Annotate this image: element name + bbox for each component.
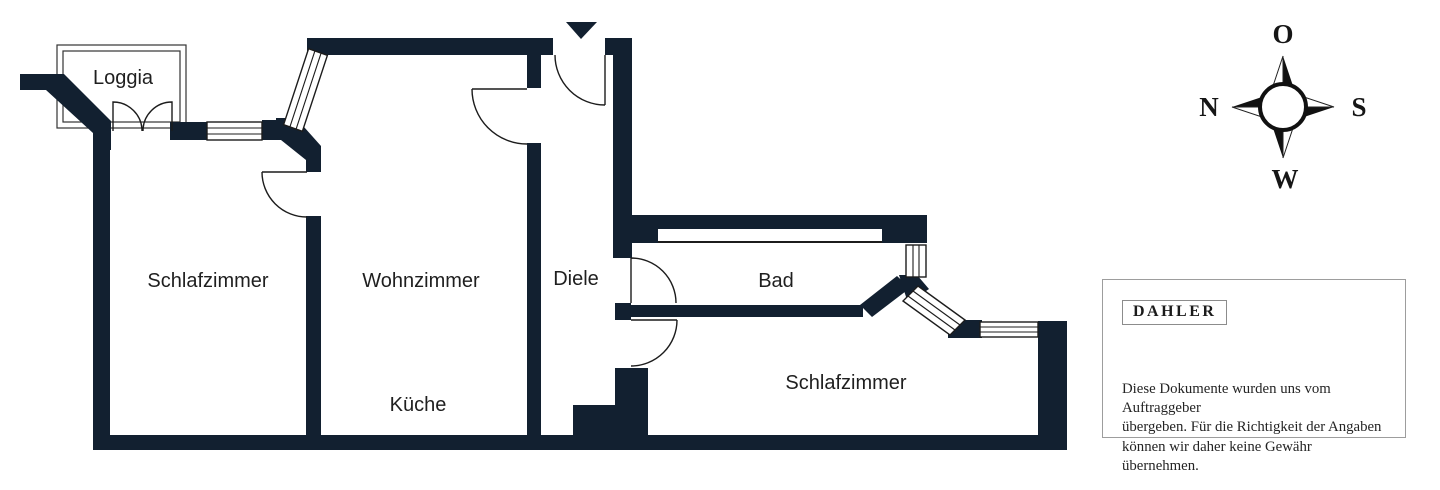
wall-segment <box>630 305 863 317</box>
compass-label-south: S <box>1351 92 1366 122</box>
room-label-diele: Diele <box>553 268 599 290</box>
room-label-bad: Bad <box>758 270 794 292</box>
disclaimer-text: Diese Dokumente wurden uns vom Auftragge… <box>1122 380 1392 476</box>
wall-segment <box>899 275 929 303</box>
window-diagonal-east <box>901 285 967 336</box>
wall-segment <box>882 215 927 243</box>
room-label-schlafzimmer-left: Schlafzimmer <box>147 270 268 292</box>
wall-segment <box>276 118 321 172</box>
window-loggia <box>206 121 263 141</box>
wall-segment <box>573 405 615 435</box>
room-label-wohnzimmer: Wohnzimmer <box>362 270 480 292</box>
door-swing-loggia-right <box>142 101 173 132</box>
window-schlafzimmer-east <box>979 321 1039 338</box>
wall-segment <box>613 215 927 229</box>
compass-label-west: W <box>1272 164 1299 194</box>
wall-segment <box>306 216 321 437</box>
disclaimer-line: können wir daher keine Gewähr übernehmen… <box>1122 438 1312 474</box>
door-swing-wohnzimmer <box>471 88 528 145</box>
door-swing-bad <box>630 257 677 304</box>
wall-segment <box>615 303 631 320</box>
wall-segment <box>170 122 207 140</box>
compass-rose-icon: O N S W <box>1199 19 1366 194</box>
door-swing-schlafzimmer-left <box>261 171 308 218</box>
room-label-kueche: Küche <box>390 394 447 416</box>
room-label-schlafzimmer-right: Schlafzimmer <box>785 372 906 394</box>
door-swing-entrance <box>554 54 606 106</box>
wall-segment <box>615 368 648 435</box>
wall-segment <box>1038 321 1067 450</box>
disclaimer-line: übergeben. Für die Richtigkeit der Angab… <box>1122 419 1382 436</box>
room-label-loggia: Loggia <box>93 67 154 89</box>
door-swing-schlafzimmer-right <box>630 319 678 367</box>
door-swing-loggia-left <box>112 101 143 132</box>
window-bad-east <box>905 244 927 278</box>
wall-segment <box>93 435 1067 450</box>
brand-logo: DAHLER <box>1122 300 1228 325</box>
wall-segment <box>318 38 553 55</box>
wall-segment <box>527 54 541 88</box>
walls-group <box>20 38 1067 450</box>
wall-segment <box>93 131 110 450</box>
compass-label-north: N <box>1199 92 1219 122</box>
room-labels: Loggia Schlafzimmer Wohnzimmer Küche Die… <box>93 67 907 416</box>
disclaimer-line: Diese Dokumente wurden uns vom Auftragge… <box>1122 381 1331 417</box>
wall-segment <box>860 276 910 317</box>
window-diagonal-northwest <box>282 47 329 133</box>
doors-group <box>112 54 678 367</box>
wall-segment <box>632 215 658 243</box>
windows-group <box>206 47 1039 338</box>
disclaimer-box: DAHLER Diese Dokumente wurden uns vom Au… <box>1102 279 1406 474</box>
compass-label-east: O <box>1272 19 1293 49</box>
entrance-arrow-icon <box>566 22 597 39</box>
wall-segment <box>613 38 632 258</box>
wall-segment <box>527 143 541 437</box>
